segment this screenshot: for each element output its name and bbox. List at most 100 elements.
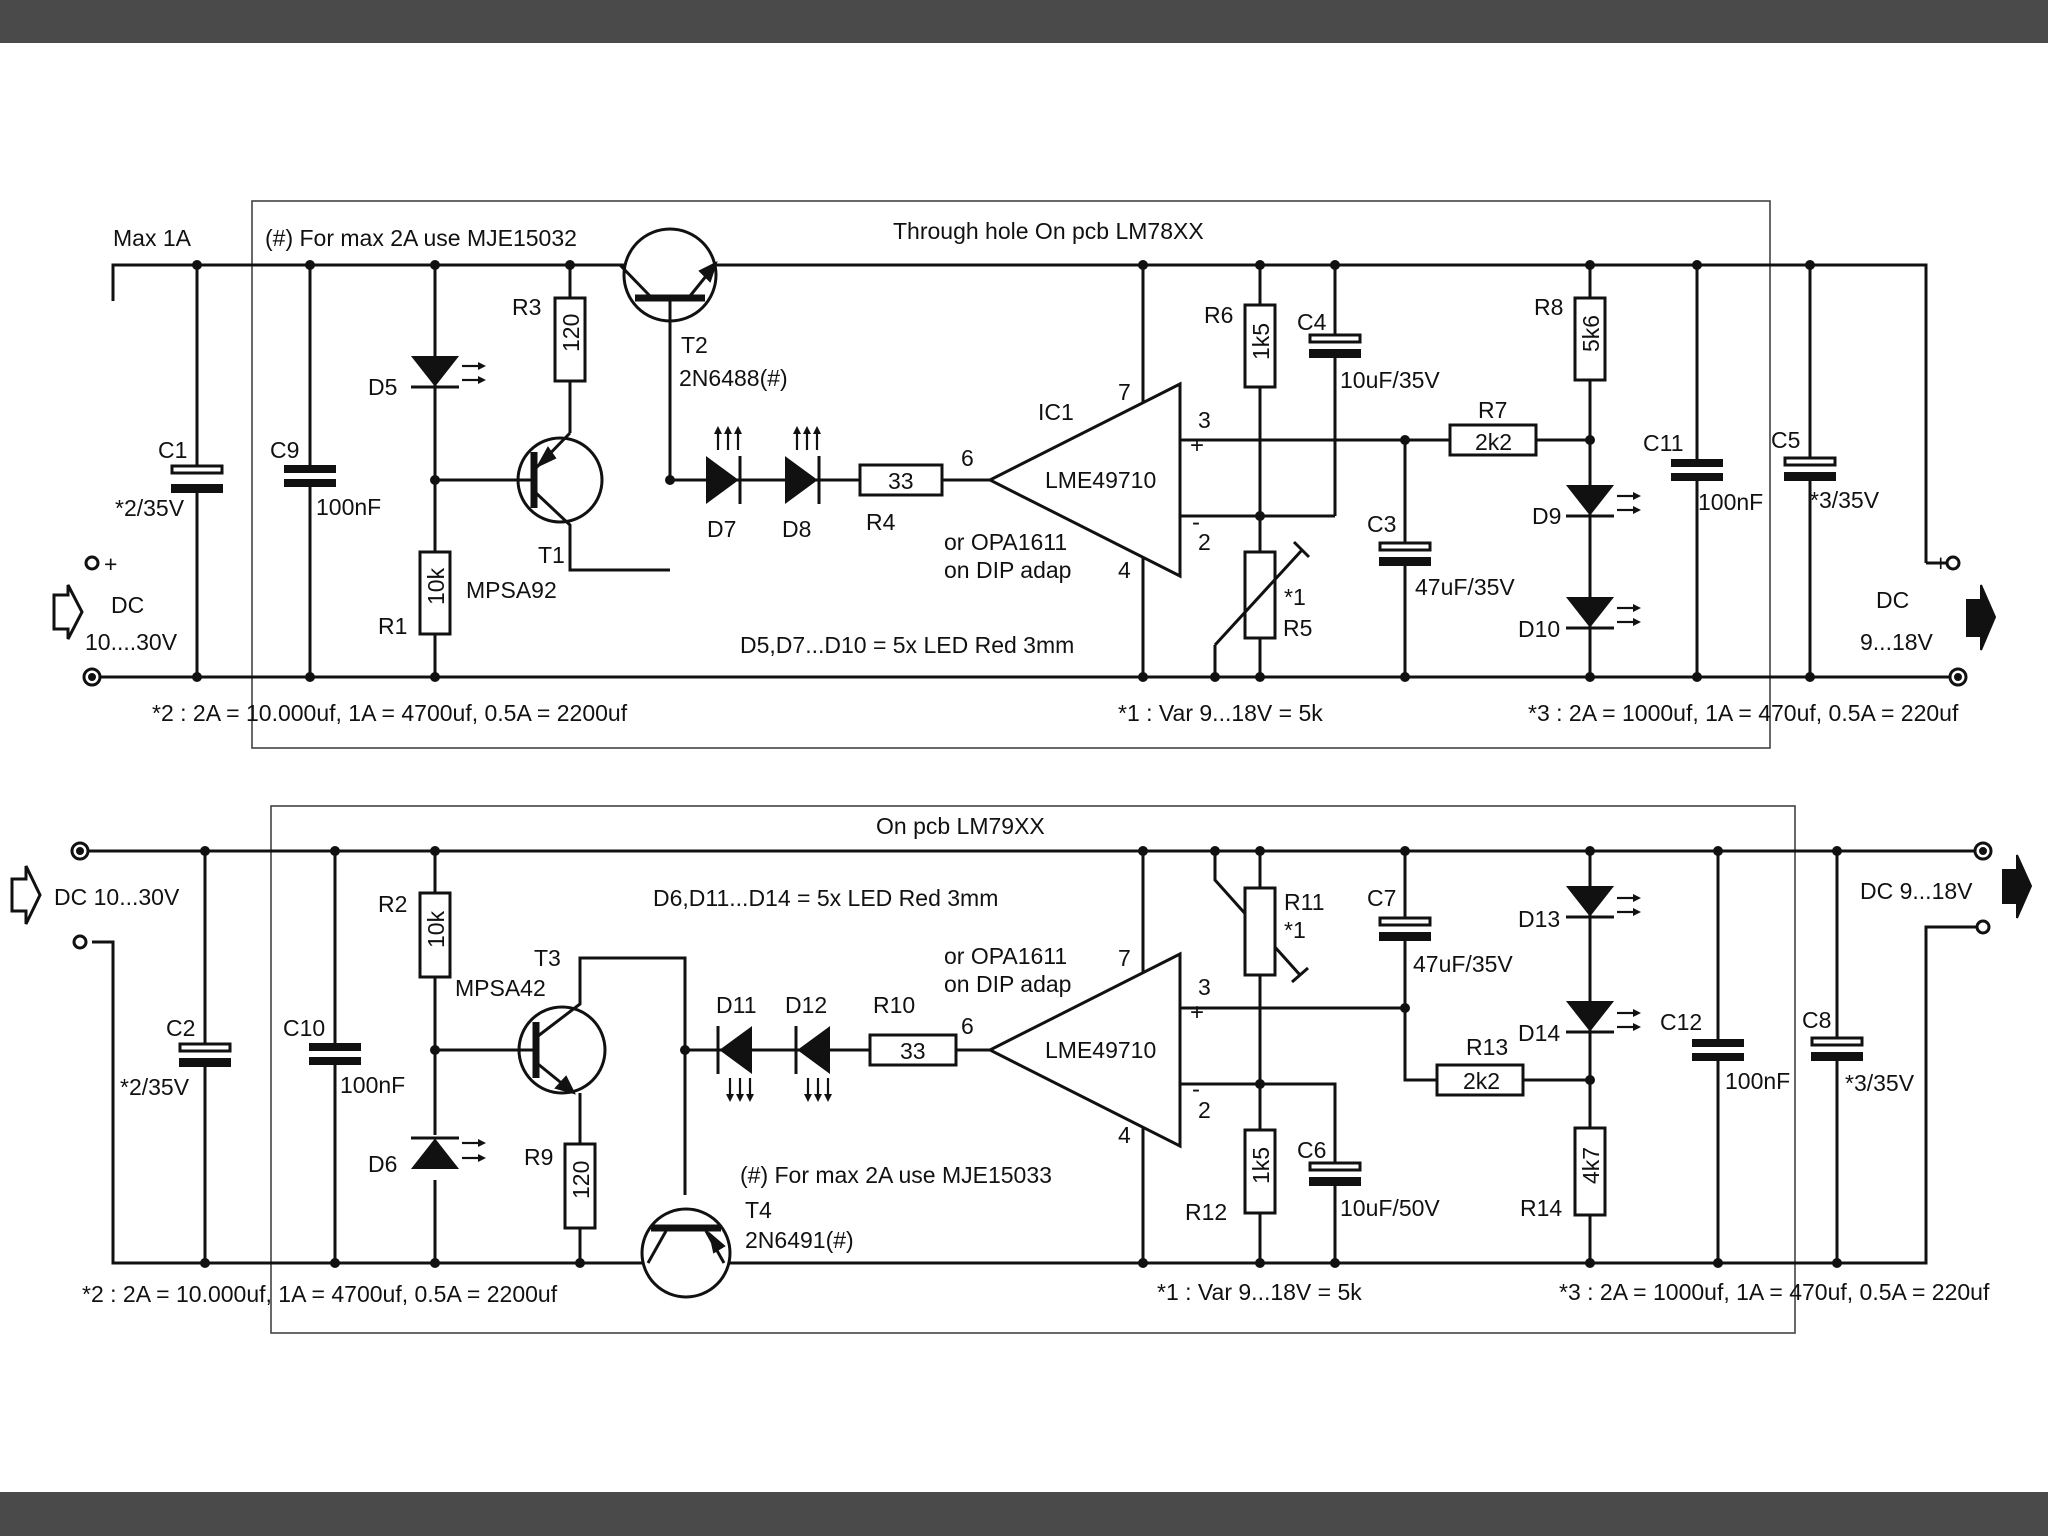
c7-capacitor [1378,916,1432,927]
d11-led [719,1026,752,1074]
output-arrow-icon [1966,584,1997,651]
ic1-minus: - [1192,509,1200,536]
t3-label: T3 [534,945,561,971]
top-led-note: D5,D7...D10 = 5x LED Red 3mm [740,632,1074,658]
r4-resistor [858,463,944,497]
c8-capacitor [1810,1036,1864,1047]
top-output-range: 9...18V [1860,629,1934,655]
r14-value: 4k7 [1578,1147,1604,1184]
c3-label: C3 [1367,511,1396,537]
top-output-plus-label: + [1934,550,1947,576]
bottom-opamp-pin4: 4 [1118,1122,1131,1148]
ic1-plus: + [1190,432,1204,459]
bottom-opamp-plus: + [1190,999,1204,1026]
ic1-alt1: or OPA1611 [944,529,1067,555]
r7-resistor [1448,423,1538,457]
terminal-dot [88,673,96,681]
bottom-input-minus-terminal[interactable] [72,934,88,950]
r11-mark: *1 [1284,917,1306,943]
c9-value: 100nF [316,494,381,520]
c2-label: C2 [166,1015,195,1041]
d10-led [1565,597,1615,628]
d8-led [785,456,818,504]
c2-capacitor [178,1042,232,1053]
r3-value: 120 [558,314,584,352]
d14-led [1565,1001,1615,1032]
r14-resistor [1573,1126,1607,1217]
viewer-top-bar [0,0,2048,43]
c12-value: 100nF [1725,1068,1790,1094]
t3-part: MPSA42 [455,975,546,1001]
bottom-opamp-pin3: 3 [1198,974,1211,1000]
c12-label: C12 [1660,1009,1702,1035]
c1-capacitor [170,464,224,475]
ic1-pin3: 3 [1198,407,1211,433]
bottom-opamp-pin2: 2 [1198,1097,1211,1123]
bottom-opamp [986,951,1182,1149]
r12-label: R12 [1185,1199,1227,1225]
c4-capacitor [1308,333,1362,344]
r1-value: 10k [423,567,449,605]
top-note-3: *3 : 2A = 1000uf, 1A = 470uf, 0.5A = 220… [1528,700,1959,726]
r2-resistor [418,891,452,979]
r13-label: R13 [1466,1034,1508,1060]
bottom-note-3: *3 : 2A = 1000uf, 1A = 470uf, 0.5A = 220… [1559,1279,1990,1305]
r4-label: R4 [866,509,896,535]
c9-label: C9 [270,437,299,463]
top-output-plus-terminal[interactable] [1945,555,1961,571]
c7-label: C7 [1367,885,1396,911]
ic1-label: IC1 [1038,399,1074,425]
bottom-output-minus-terminal[interactable] [1975,919,1991,935]
top-input-plus-label: + [104,551,117,577]
bottom-opamp-alt2: on DIP adap [944,971,1071,997]
pcb-outline-lm78 [251,200,1771,749]
bottom-input-arrow-icon [10,865,42,925]
r5-label: R5 [1283,615,1312,641]
t2-label: T2 [681,332,708,358]
r6-label: R6 [1204,302,1233,328]
r7-label: R7 [1478,397,1507,423]
bottom-opamp-part: LME49710 [1045,1037,1156,1063]
r10-value: 33 [900,1038,926,1064]
top-max-current: Max 1A [113,225,192,251]
r6-value: 1k5 [1248,323,1274,360]
r5-mark: *1 [1284,584,1306,610]
c4-label: C4 [1297,309,1327,335]
d5-label: D5 [368,374,397,400]
d13-led [1565,886,1615,917]
top-hash-note: (#) For max 2A use MJE15032 [265,225,577,251]
c10-capacitor [309,1043,361,1051]
r1-label: R1 [378,613,407,639]
r13-resistor [1435,1063,1525,1097]
r2-label: R2 [378,891,407,917]
ic1-pin6: 6 [961,445,974,471]
d6-label: D6 [368,1151,397,1177]
bottom-circuit: On pcb LM79XX DC 10...30V C2 *2/35V [10,805,2033,1334]
c5-label: C5 [1771,427,1800,453]
bottom-negative-rail-left [92,940,650,1265]
top-input-range: 10....30V [85,629,178,655]
r9-value: 120 [568,1161,594,1199]
bottom-input-label: DC 10...30V [54,884,180,910]
r3-label: R3 [512,294,541,320]
r11-label: R11 [1284,889,1325,915]
c1-label: C1 [158,437,187,463]
ic1-pin7: 7 [1118,379,1131,405]
ic1-pin4: 4 [1118,557,1131,583]
ic1-alt2: on DIP adap [944,557,1071,583]
r7-value: 2k2 [1475,429,1512,455]
d12-label: D12 [785,992,827,1018]
bottom-led-note: D6,D11...D14 = 5x LED Red 3mm [653,885,998,911]
bottom-note-2: *2 : 2A = 10.000uf, 1A = 4700uf, 0.5A = … [82,1281,558,1307]
bottom-opamp-minus: - [1192,1076,1200,1103]
d12-led [797,1026,830,1074]
r8-label: R8 [1534,294,1563,320]
top-input-plus-terminal[interactable] [84,555,100,571]
c3-value: 47uF/35V [1415,574,1515,600]
bottom-board-title: On pcb LM79XX [876,813,1045,839]
top-note-1: *1 : Var 9...18V = 5k [1118,700,1323,726]
d9-led [1565,485,1615,516]
r9-label: R9 [524,1144,553,1170]
bottom-negative-rail-right [722,925,1978,1265]
